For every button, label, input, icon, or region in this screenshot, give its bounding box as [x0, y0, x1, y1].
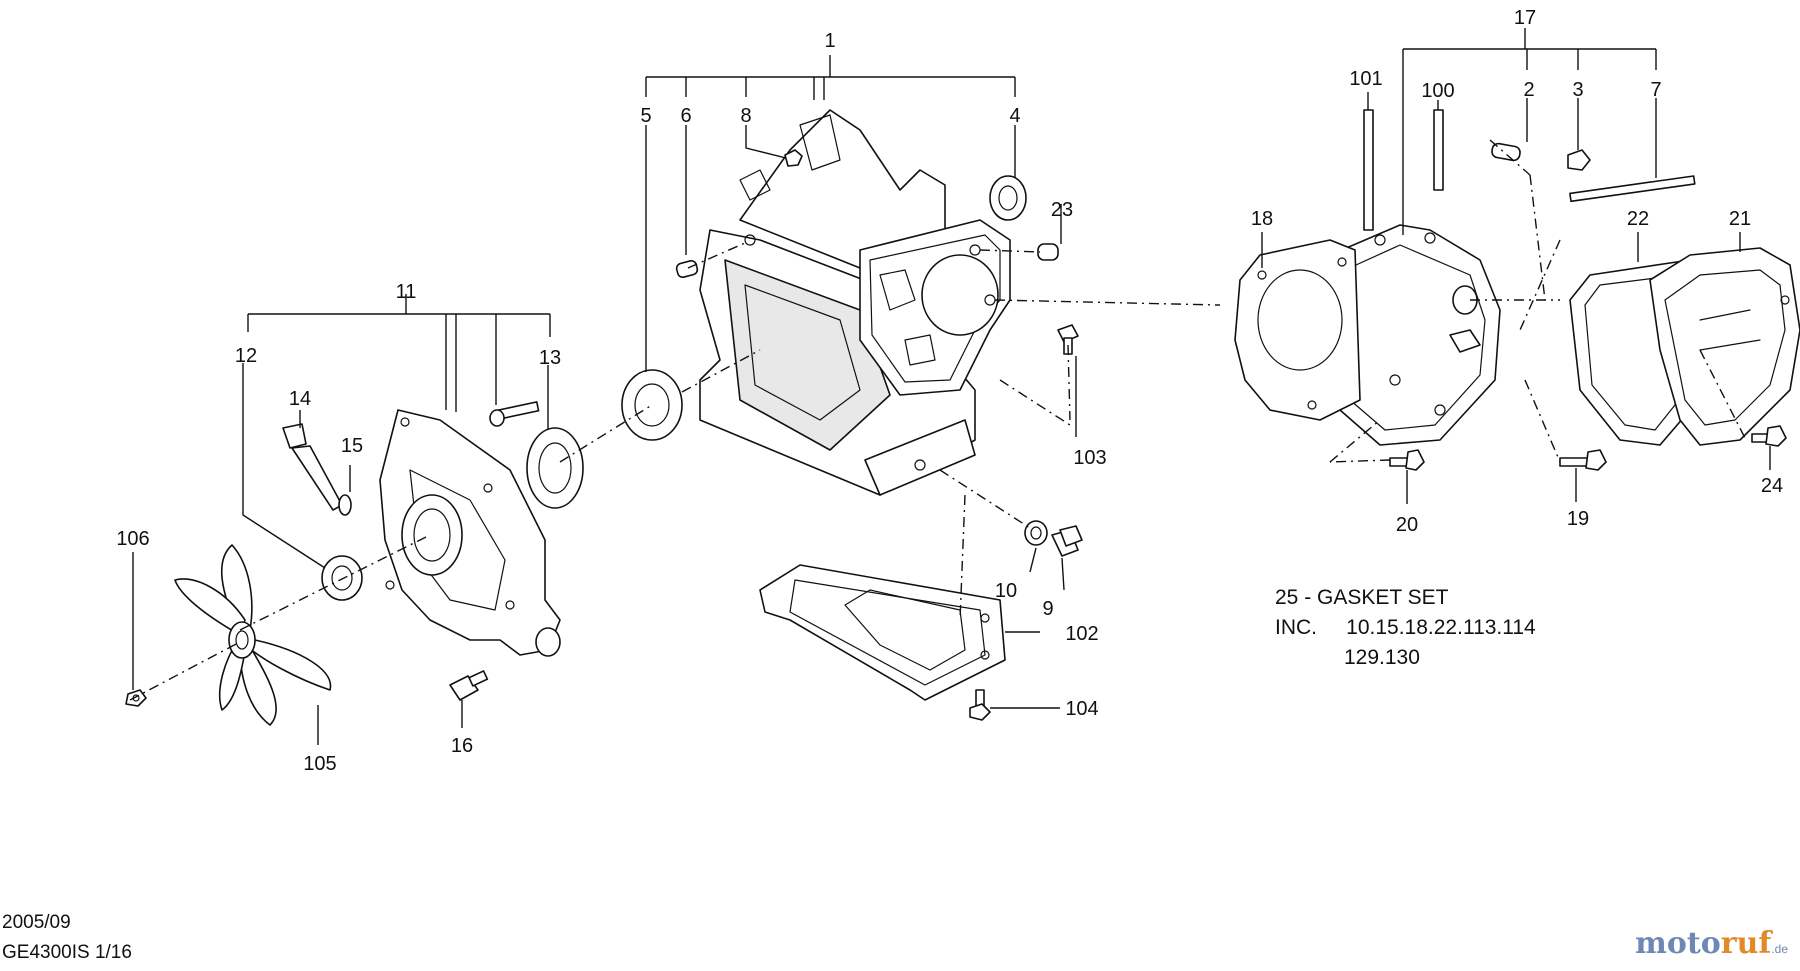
callout-11: 11 [396, 281, 417, 303]
callout-102: 102 [1065, 623, 1098, 645]
nut-3 [1567, 149, 1591, 171]
long-stud-7 [1569, 175, 1696, 203]
oil-guard-102 [759, 564, 1006, 701]
leader-lines [132, 28, 1771, 745]
callout-13: 13 [539, 347, 561, 369]
callout-5: 5 [640, 105, 651, 127]
callout-15: 15 [341, 435, 363, 457]
callout-100: 100 [1421, 80, 1454, 102]
bearing-5 [621, 369, 683, 441]
drain-plug-9 [1051, 525, 1083, 557]
motoruf-watermark-logo: motoruf.de [1635, 926, 1788, 961]
head-cover-21 [1649, 247, 1800, 446]
fan-bolt-106 [125, 689, 147, 707]
dipstick-14 [282, 423, 343, 511]
callout-12: 12 [235, 345, 257, 367]
cooling-fan [174, 544, 332, 726]
alignment-lines [129, 139, 1746, 701]
sleeve-2 [1491, 142, 1521, 162]
crankcase-block [699, 109, 1011, 496]
callout-3: 3 [1572, 79, 1583, 101]
callout-103: 103 [1073, 447, 1106, 469]
oil-seal-4 [989, 175, 1027, 221]
dowel-23 [1037, 243, 1059, 261]
gasket-set-title: 25 - GASKET SET [1275, 586, 1449, 609]
callout-9: 9 [1042, 598, 1053, 620]
callout-18: 18 [1251, 208, 1273, 230]
callout-14: 14 [289, 388, 311, 410]
callout-2: 2 [1523, 79, 1534, 101]
head-gasket-18 [1234, 239, 1361, 421]
drain-washer-10 [1024, 520, 1048, 546]
bolt-20 [1389, 449, 1425, 471]
callout-104: 104 [1065, 698, 1098, 720]
bearing-13 [526, 427, 584, 509]
bolt-104 [969, 689, 991, 721]
callout-101: 101 [1349, 68, 1382, 90]
callout-19: 19 [1567, 508, 1589, 530]
bolt-16 [449, 670, 489, 701]
callout-labels: 1 5 6 8 4 23 103 11 12 13 14 15 106 16 1… [116, 7, 1783, 775]
footer-model-page: GE4300IS 1/16 [2, 942, 132, 963]
callout-20: 20 [1396, 514, 1418, 536]
crankcase-cover [379, 409, 561, 657]
callout-24: 24 [1761, 475, 1783, 497]
watermark-part2: ruf [1720, 926, 1772, 961]
bolt-19 [1559, 449, 1607, 471]
callout-16: 16 [451, 735, 473, 757]
callout-7: 7 [1650, 79, 1661, 101]
callout-17: 17 [1514, 7, 1536, 29]
callout-22: 22 [1627, 208, 1649, 230]
gasket-set-includes: INC. 10.15.18.22.113.114 [1275, 616, 1536, 639]
callout-105: 105 [303, 753, 336, 775]
cylinder-head [1317, 224, 1501, 446]
callout-4: 4 [1009, 105, 1020, 127]
bolt-24 [1751, 425, 1787, 447]
stud-101 [1363, 109, 1374, 231]
gasket-set-includes-cont: 129.130 [1344, 646, 1420, 669]
stud-100 [1433, 109, 1444, 191]
watermark-part3: .de [1771, 942, 1788, 956]
footer-date: 2005/09 [2, 912, 71, 933]
callout-21: 21 [1729, 208, 1751, 230]
callout-23: 23 [1051, 199, 1073, 221]
watermark-part1: moto [1635, 926, 1721, 961]
nut-8 [784, 149, 803, 167]
callout-106: 106 [116, 528, 149, 550]
callout-8: 8 [740, 105, 751, 127]
callout-1: 1 [824, 30, 835, 52]
callout-10: 10 [995, 580, 1017, 602]
o-ring-15 [338, 494, 352, 516]
oil-seal-12 [321, 555, 363, 601]
cover-pin [489, 401, 540, 427]
callout-6: 6 [680, 105, 691, 127]
dowel-6 [675, 259, 699, 279]
